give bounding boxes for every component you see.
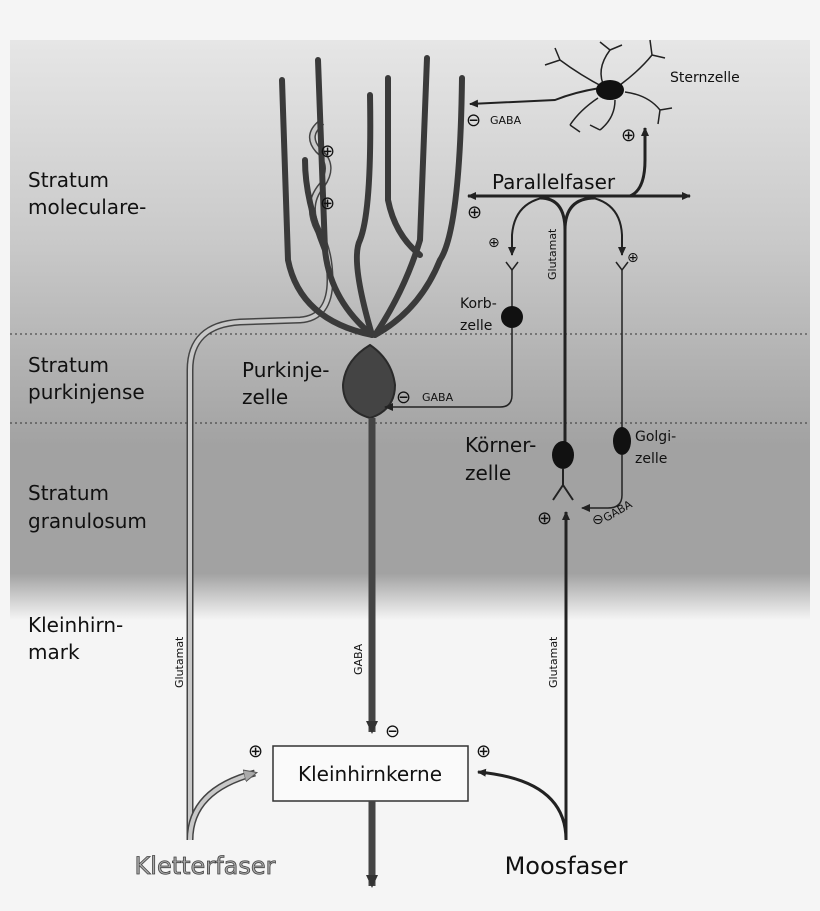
gaba-label-basket: GABA xyxy=(422,391,454,404)
layer-label-purkinje-2: purkinjense xyxy=(28,380,145,404)
granule-label-2: zelle xyxy=(465,461,511,485)
minus-sign-basket: ⊖ xyxy=(396,387,411,408)
purkinje-label-1: Purkinje- xyxy=(242,358,330,382)
granule-dendrites xyxy=(552,469,574,501)
glutamat-label-climbing: Glutamat xyxy=(173,636,186,688)
granule-soma xyxy=(552,441,574,469)
layer-label-white-matter-1: Kleinhirn- xyxy=(28,613,123,637)
gaba-label-stellate: GABA xyxy=(490,114,522,127)
plus-sign-mossy-nuclei: ⊕ xyxy=(476,741,491,762)
climbing-fiber-label: Kletterfaser xyxy=(135,852,276,880)
deep-nuclei-label: Kleinhirnkerne xyxy=(298,762,442,786)
plus-sign-stellate: ⊕ xyxy=(621,125,636,146)
layer-label-granular-1: Stratum xyxy=(28,481,109,505)
glutamat-label-mossy: Glutamat xyxy=(547,636,560,688)
minus-sign-purkinje-output: ⊖ xyxy=(385,721,400,742)
plus-sign-golgi: ⊕ xyxy=(627,250,639,266)
cerebellar-cortex-background xyxy=(10,40,810,620)
golgi-label-1: Golgi- xyxy=(635,429,676,445)
deep-nuclei-box xyxy=(272,745,469,802)
minus-sign-stellate: ⊖ xyxy=(466,110,481,131)
golgi-soma xyxy=(613,427,631,455)
basket-axon xyxy=(384,328,513,411)
minus-sign-golgi: ⊖ xyxy=(592,512,604,528)
glutamat-label-parallel: Glutamat xyxy=(546,228,559,280)
golgi-label-2: zelle xyxy=(635,451,667,467)
stellate-soma xyxy=(596,80,624,100)
basket-soma xyxy=(501,306,523,328)
basket-label-1: Korb- xyxy=(460,296,497,312)
granule-label-1: Körner- xyxy=(465,433,536,457)
parallel-fiber xyxy=(467,127,691,256)
stellate-label: Sternzelle xyxy=(670,70,740,86)
layer-label-granular-2: granulosum xyxy=(28,509,147,533)
plus-sign-climbing-1: ⊕ xyxy=(320,141,335,162)
golgi-axon xyxy=(581,455,623,512)
purkinje-dendrites xyxy=(279,55,465,338)
basket-label-2: zelle xyxy=(460,318,492,334)
parallel-fiber-label: Parallelfaser xyxy=(492,170,616,194)
mossy-fiber-label: Moosfaser xyxy=(505,852,628,880)
gaba-label-purkinje: GABA xyxy=(352,643,365,675)
plus-sign-basket: ⊕ xyxy=(488,235,500,251)
plus-sign-climbing-2: ⊕ xyxy=(320,193,335,214)
layer-label-purkinje-1: Stratum xyxy=(28,353,109,377)
plus-sign-parallel-purkinje: ⊕ xyxy=(467,202,482,223)
plus-sign-climbing-nuclei: ⊕ xyxy=(248,741,263,762)
stellate-cell xyxy=(469,39,673,133)
mossy-fiber-collateral xyxy=(477,768,568,841)
purkinje-label-2: zelle xyxy=(242,385,288,409)
layer-label-molecular-2: moleculare- xyxy=(28,195,146,219)
plus-sign-mossy: ⊕ xyxy=(537,508,552,529)
layer-label-molecular-1: Stratum xyxy=(28,168,109,192)
layer-label-white-matter-2: mark xyxy=(28,640,80,664)
